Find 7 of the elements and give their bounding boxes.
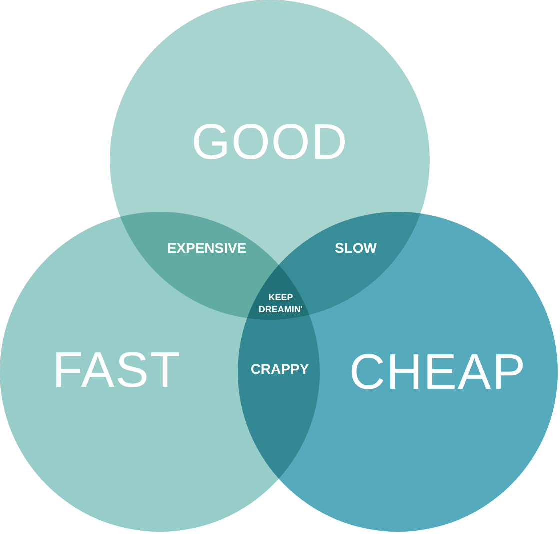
circle-label: GOOD (192, 113, 348, 171)
circle-label: CHEAP (349, 343, 527, 401)
region-label: CRAPPY (250, 360, 310, 378)
region-label: EXPENSIVE (166, 238, 248, 258)
region-label: KEEP DREAMIN' (258, 292, 304, 316)
circle-label: FAST (52, 341, 182, 399)
region-label: SLOW (334, 238, 378, 258)
